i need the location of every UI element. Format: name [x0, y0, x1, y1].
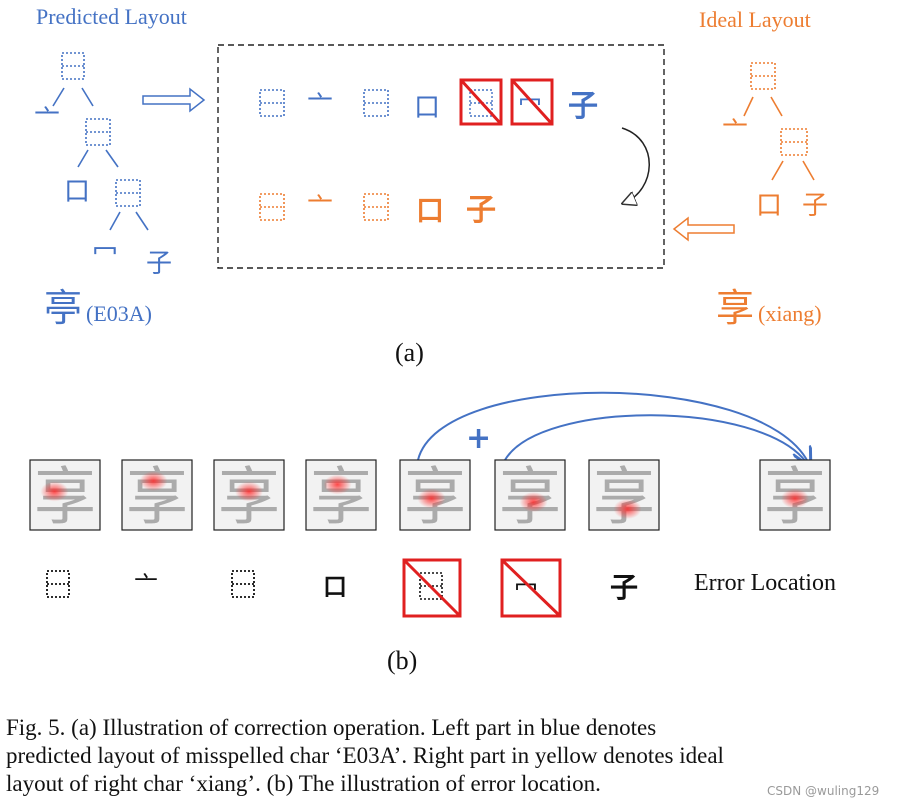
ideal-code: (xiang) — [758, 301, 822, 326]
plus-sign: + — [466, 421, 491, 456]
ideal-char-label: 享 (xiang) — [716, 290, 822, 328]
seq-top-3: 口 — [414, 93, 440, 123]
predicted-code: (E03A) — [86, 301, 152, 326]
ideal-layout-tree — [743, 62, 815, 181]
arc-arrow-1-icon — [417, 391, 808, 462]
tree-node-level3-icon — [115, 179, 141, 207]
predicted-layout-title: Predicted Layout — [36, 4, 187, 29]
attention-thumbnail: 享 — [759, 459, 831, 533]
seq-top-5-error: 冖 — [510, 78, 554, 126]
tree-leaf-child: 子 — [146, 249, 172, 279]
error-location-diagram: + 享享享享享享享享 — [29, 391, 831, 533]
attention-thumbnail: 享 — [29, 459, 101, 533]
tree-leaf-cover: 冖 — [92, 239, 118, 269]
ideal-tree-leaves: 亠 口 子 — [722, 117, 828, 221]
svg-text:享: 享 — [310, 460, 372, 533]
seq-top-0-icon — [259, 89, 285, 117]
caption-line-2: predicted layout of misspelled char ‘E03… — [6, 743, 724, 768]
svg-text:冖: 冖 — [518, 90, 542, 118]
ideal-layout-title: Ideal Layout — [699, 7, 811, 32]
tree-leaf-mouth: 口 — [64, 177, 90, 207]
left-arrow-icon — [672, 216, 735, 242]
attention-thumbnail: 享 — [588, 459, 660, 533]
svg-text:享: 享 — [593, 460, 655, 533]
caption-line-3: layout of right char ‘xiang’. (b) The il… — [6, 771, 601, 796]
seq-bot-4: 子 — [466, 193, 496, 228]
attention-thumbnail: 享 — [305, 459, 377, 533]
seq-bot-3: 口 — [416, 194, 444, 227]
seq-bot-2-icon — [363, 193, 389, 221]
panel-b-label: (b) — [387, 646, 418, 675]
ideal-char: 享 — [716, 288, 755, 330]
ideal-leaf-child: 子 — [802, 191, 828, 221]
svg-text:冖: 冖 — [514, 575, 538, 603]
predicted-layout-tree — [52, 52, 149, 231]
caption-line-1: Fig. 5. (a) Illustration of correction o… — [6, 715, 657, 740]
seqb-5-error: 冖 — [500, 558, 562, 618]
ideal-leaf-lid: 亠 — [722, 117, 748, 147]
seq-top-2-icon — [363, 89, 389, 117]
curved-arrow-icon — [622, 127, 650, 203]
attention-thumbnail: 享 — [213, 459, 285, 533]
ideal-node-level2-icon — [780, 128, 808, 156]
arc-arrow-2-icon — [504, 414, 807, 463]
seq-top-1: 亠 — [307, 91, 333, 121]
correction-box — [217, 44, 665, 269]
watermark: CSDN @wuling129 — [767, 784, 880, 798]
error-location-label: Error Location — [694, 570, 836, 596]
predicted-char-label: 亭 (E03A) — [44, 290, 152, 328]
svg-text:享: 享 — [126, 460, 188, 533]
attention-thumbnails: 享享享享享享享享 — [29, 459, 831, 533]
seqb-3: 口 — [323, 573, 347, 601]
right-arrow-icon — [142, 87, 206, 113]
seqb-0-icon — [46, 570, 70, 598]
seq-bot-0-icon — [259, 193, 285, 221]
error-sequence: 亠 口 冖 子 — [46, 558, 638, 618]
seq-top-6: 子 — [568, 89, 598, 124]
seq-top-4-error — [459, 78, 503, 126]
predicted-tree-leaves: 亠 口 冖 子 — [34, 105, 172, 279]
seq-bot-1: 亠 — [307, 193, 333, 223]
seqb-4-error — [402, 558, 462, 618]
figure-caption: Fig. 5. (a) Illustration of correction o… — [6, 714, 886, 798]
tree-leaf-lid: 亠 — [34, 105, 60, 135]
ideal-node-root-icon — [750, 62, 776, 90]
attention-thumbnail: 享 — [399, 459, 471, 533]
attention-thumbnail: 享 — [121, 459, 193, 533]
seqb-2-icon — [231, 570, 255, 598]
predicted-char: 亭 — [44, 288, 83, 330]
predicted-sequence: 亠 口 冖 子 — [259, 78, 598, 126]
ideal-leaf-mouth: 口 — [756, 191, 782, 221]
seqb-6: 子 — [610, 571, 638, 604]
seqb-1: 亠 — [134, 571, 158, 599]
tree-node-level2-icon — [85, 118, 111, 146]
correction-diagram: 亠 口 冖 子 亠 口 子 亠 口 冖 — [34, 44, 828, 279]
tree-node-root-icon — [61, 52, 85, 80]
panel-a-label: (a) — [395, 338, 424, 367]
attention-thumbnail: 享 — [494, 459, 566, 533]
ideal-sequence: 亠 口 子 — [259, 193, 496, 228]
